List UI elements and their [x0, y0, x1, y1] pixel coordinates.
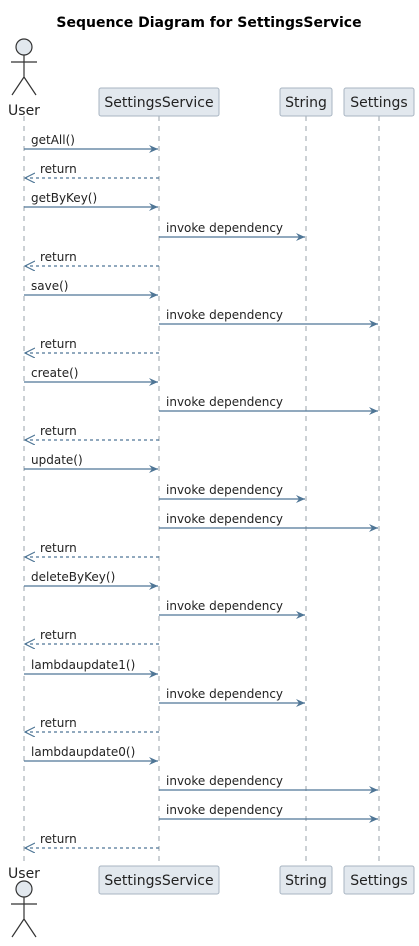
participant-svc-top: SettingsService [98, 87, 220, 117]
participant-box [279, 87, 333, 117]
message-label: invoke dependency [166, 774, 283, 788]
message-label: return [40, 162, 77, 176]
message-label: invoke dependency [166, 512, 283, 526]
message-label: return [40, 541, 77, 555]
lifelines [23, 116, 380, 866]
call-message: lambdaupdate0() [24, 745, 158, 765]
message-label: update() [31, 453, 83, 467]
actor-bottom: User [8, 866, 40, 938]
call-message: deleteByKey() [24, 570, 158, 590]
message-label: invoke dependency [166, 395, 283, 409]
participant-label: User [8, 866, 40, 882]
message-label: save() [31, 279, 68, 293]
call-message: invoke dependency [159, 221, 305, 241]
return-message: return [25, 628, 159, 644]
message-label: return [40, 250, 77, 264]
message-label: invoke dependency [166, 687, 283, 701]
message-label: create() [31, 366, 78, 380]
actor-head [15, 880, 33, 898]
return-message: return [25, 424, 159, 440]
message-label: invoke dependency [166, 803, 283, 817]
call-message: save() [24, 279, 158, 299]
participant-set-bottom: Settings [343, 865, 415, 895]
actor-body [11, 55, 37, 96]
call-message: invoke dependency [159, 687, 305, 707]
participant-label: Settings [350, 95, 407, 111]
participant-svc-bottom: SettingsService [98, 865, 220, 895]
participant-label: Settings [350, 873, 407, 889]
message-label: getByKey() [31, 191, 97, 205]
call-message: invoke dependency [159, 803, 378, 823]
call-message: invoke dependency [159, 774, 378, 794]
message-label: getAll() [31, 133, 75, 147]
participant-label: SettingsService [104, 95, 213, 111]
call-message: invoke dependency [159, 483, 305, 503]
return-message: return [25, 716, 159, 732]
message-label: return [40, 424, 77, 438]
message-label: invoke dependency [166, 599, 283, 613]
participant-str-bottom: String [279, 865, 333, 895]
participants-top: User SettingsService String Settings [8, 38, 415, 119]
participant-str-top: String [279, 87, 333, 117]
return-message: return [25, 250, 159, 266]
message-label: return [40, 628, 77, 642]
participant-box [98, 87, 220, 117]
message-label: invoke dependency [166, 221, 283, 235]
participant-box [343, 87, 415, 117]
messages: getAll() return getByKey() invoke dependenc… [24, 133, 378, 848]
message-label: invoke dependency [166, 483, 283, 497]
message-label: return [40, 832, 77, 846]
message-label: invoke dependency [166, 308, 283, 322]
actor-body [11, 897, 37, 938]
participant-box [279, 865, 333, 895]
participant-label: SettingsService [104, 873, 213, 889]
call-message: invoke dependency [159, 395, 378, 415]
diagram-title: Sequence Diagram for SettingsService [56, 15, 361, 31]
message-label: lambdaupdate1() [31, 658, 135, 672]
call-message: create() [24, 366, 158, 386]
call-message: getAll() [24, 133, 158, 153]
actor-top: User [8, 38, 40, 119]
participant-label: User [8, 103, 40, 119]
message-label: return [40, 716, 77, 730]
return-message: return [25, 832, 159, 848]
participant-label: String [285, 873, 327, 889]
participant-label: String [285, 95, 327, 111]
call-message: update() [24, 453, 158, 473]
participant-box [343, 865, 415, 895]
message-label: lambdaupdate0() [31, 745, 135, 759]
call-message: invoke dependency [159, 308, 378, 328]
return-message: return [25, 541, 159, 557]
call-message: invoke dependency [159, 599, 305, 619]
participants-bottom: User SettingsService String Settings [8, 865, 415, 938]
participant-box [98, 865, 220, 895]
return-message: return [25, 337, 159, 353]
actor-head [15, 38, 33, 56]
message-label: deleteByKey() [31, 570, 115, 584]
call-message: invoke dependency [159, 512, 378, 532]
participant-set-top: Settings [343, 87, 415, 117]
call-message: getByKey() [24, 191, 158, 211]
message-label: return [40, 337, 77, 351]
return-message: return [25, 162, 159, 178]
call-message: lambdaupdate1() [24, 658, 158, 678]
